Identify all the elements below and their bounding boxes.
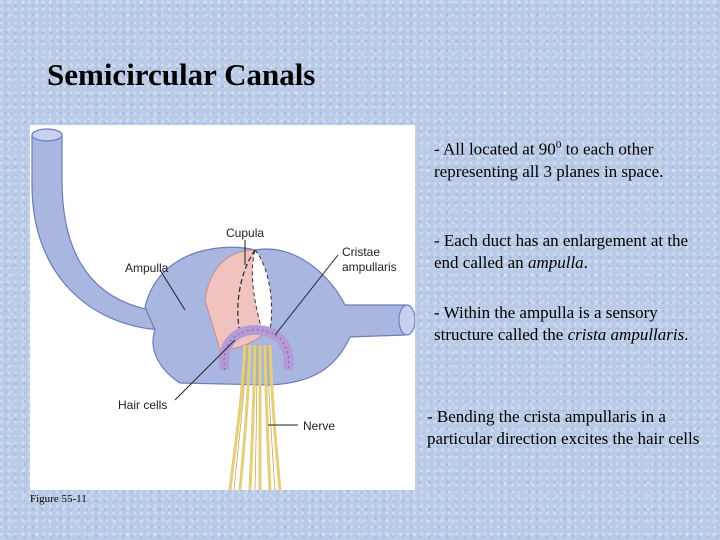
label-cristae-1: Cristae [342, 245, 380, 259]
canal-opening [31, 128, 63, 142]
label-cupula: Cupula [226, 226, 264, 240]
slide-title: Semicircular Canals [47, 57, 316, 92]
bullet-crista-text-a: - Within the ampulla is a sensory struct… [434, 303, 658, 344]
degree-superscript: 0 [555, 139, 562, 151]
nerve-fibers [228, 344, 282, 490]
bullet-crista-text-b: . [684, 325, 689, 344]
figure-caption: Figure 55-11 [30, 493, 87, 505]
semicircular-canal-figure: Cupula Ampulla Cristae ampullaris Hair c… [30, 125, 415, 490]
label-hair-cells: Hair cells [118, 398, 167, 412]
label-cristae-2: ampullaris [342, 260, 397, 274]
bullet-planes-text-b: to each other representing all 3 planes … [434, 139, 664, 181]
bullet-crista-term: crista ampullaris [567, 325, 685, 344]
bullet-planes-text-a: - All located at 90 [434, 139, 556, 159]
bullet-hair-cells: - Bending the crista ampullaris in a par… [427, 407, 700, 448]
label-nerve: Nerve [303, 419, 335, 433]
bullet-ampulla-text-b: . [583, 253, 588, 272]
bullet-planes: - All located at 900 to each other repre… [434, 134, 699, 183]
bullet-crista: - Within the ampulla is a sensory struct… [434, 302, 699, 346]
bullet-ampulla-term: ampulla [527, 253, 584, 272]
label-ampulla: Ampulla [125, 261, 169, 275]
bullet-ampulla: - Each duct has an enlargement at the en… [434, 230, 699, 274]
canal-duct [31, 134, 162, 331]
crista-hair-cells [219, 324, 294, 371]
duct-end-opening [398, 304, 415, 336]
bullet-ampulla-text-a: - Each duct has an enlargement at the en… [434, 231, 689, 272]
